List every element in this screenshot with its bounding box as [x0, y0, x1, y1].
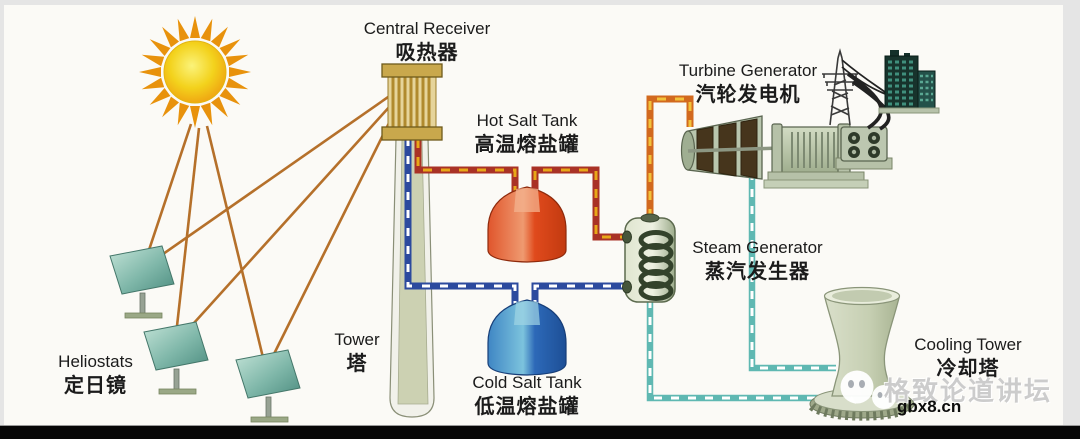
label-cooling-tower-en: Cooling Tower [914, 335, 1022, 354]
label-tower-zh: 塔 [346, 353, 368, 376]
cold-salt-tank-icon [487, 299, 567, 376]
label-turbine-generator: Turbine Generator 汽轮发电机 [662, 60, 834, 108]
solar-tower-icon [389, 137, 435, 418]
label-cold-salt-tank-zh: 低温熔盐罐 [474, 396, 580, 419]
bottom-letterbox-bar [0, 425, 1080, 439]
label-cold-salt-tank: Cold Salt Tank 低温熔盐罐 [442, 372, 612, 420]
city-buildings-icon [878, 50, 940, 114]
label-heliostats-en: Heliostats [58, 352, 133, 371]
label-tower-en: Tower [334, 330, 380, 349]
watermark-url: gbx8.cn [897, 397, 962, 416]
label-hot-salt-tank-en: Hot Salt Tank [476, 111, 578, 130]
beam-heliostat-1-to-receiver [142, 93, 392, 270]
label-cooling-tower: Cooling Tower 冷却塔 [883, 334, 1053, 382]
cooling-water-pipe [646, 172, 856, 402]
transmission-tower-icon [822, 48, 858, 126]
central-receiver-icon [381, 63, 443, 141]
sun-beams [141, 93, 395, 371]
steam-generator-icon [622, 213, 676, 303]
label-steam-generator: Steam Generator 蒸汽发生器 [670, 237, 845, 285]
transformer-icon [835, 126, 893, 170]
beam-sun-to-heliostat-3 [205, 125, 268, 371]
label-cooling-tower-zh: 冷却塔 [936, 358, 1000, 381]
cold-salt-pipe [404, 139, 629, 309]
label-heliostats-zh: 定日镜 [64, 375, 127, 398]
steam-pipe [646, 95, 694, 218]
generator-icon [763, 123, 869, 189]
heliostat-icon-3 [235, 349, 301, 423]
watermark-brand: 格致论道讲坛 [884, 376, 1053, 406]
label-tower: Tower 塔 [307, 329, 407, 377]
label-hot-salt-tank: Hot Salt Tank 高温熔盐罐 [442, 110, 612, 158]
wechat-bubbles-icon [840, 370, 896, 409]
label-turbine-generator-en: Turbine Generator [678, 61, 818, 80]
hot-salt-tank-icon [487, 186, 567, 263]
label-heliostats: Heliostats 定日镜 [18, 351, 173, 399]
sun-disc [163, 40, 227, 104]
heliostat-icon-1 [109, 245, 175, 319]
label-hot-salt-tank-zh: 高温熔盐罐 [474, 134, 580, 157]
label-central-receiver-en: Central Receiver [363, 19, 491, 38]
label-central-receiver: Central Receiver 吸热器 [342, 18, 512, 66]
hot-salt-pipe [414, 139, 629, 241]
label-steam-generator-zh: 蒸汽发生器 [705, 261, 810, 284]
turbine-icon [680, 115, 781, 180]
label-turbine-generator-zh: 汽轮发电机 [695, 84, 801, 107]
beam-sun-to-heliostat-1 [141, 123, 193, 269]
beam-heliostat-3-to-receiver [264, 114, 395, 371]
beam-heliostat-2-to-receiver [174, 104, 392, 345]
label-steam-generator-en: Steam Generator [692, 238, 823, 257]
label-central-receiver-zh: 吸热器 [395, 42, 459, 65]
sun-icon [139, 16, 251, 128]
label-cold-salt-tank-en: Cold Salt Tank [472, 373, 582, 392]
